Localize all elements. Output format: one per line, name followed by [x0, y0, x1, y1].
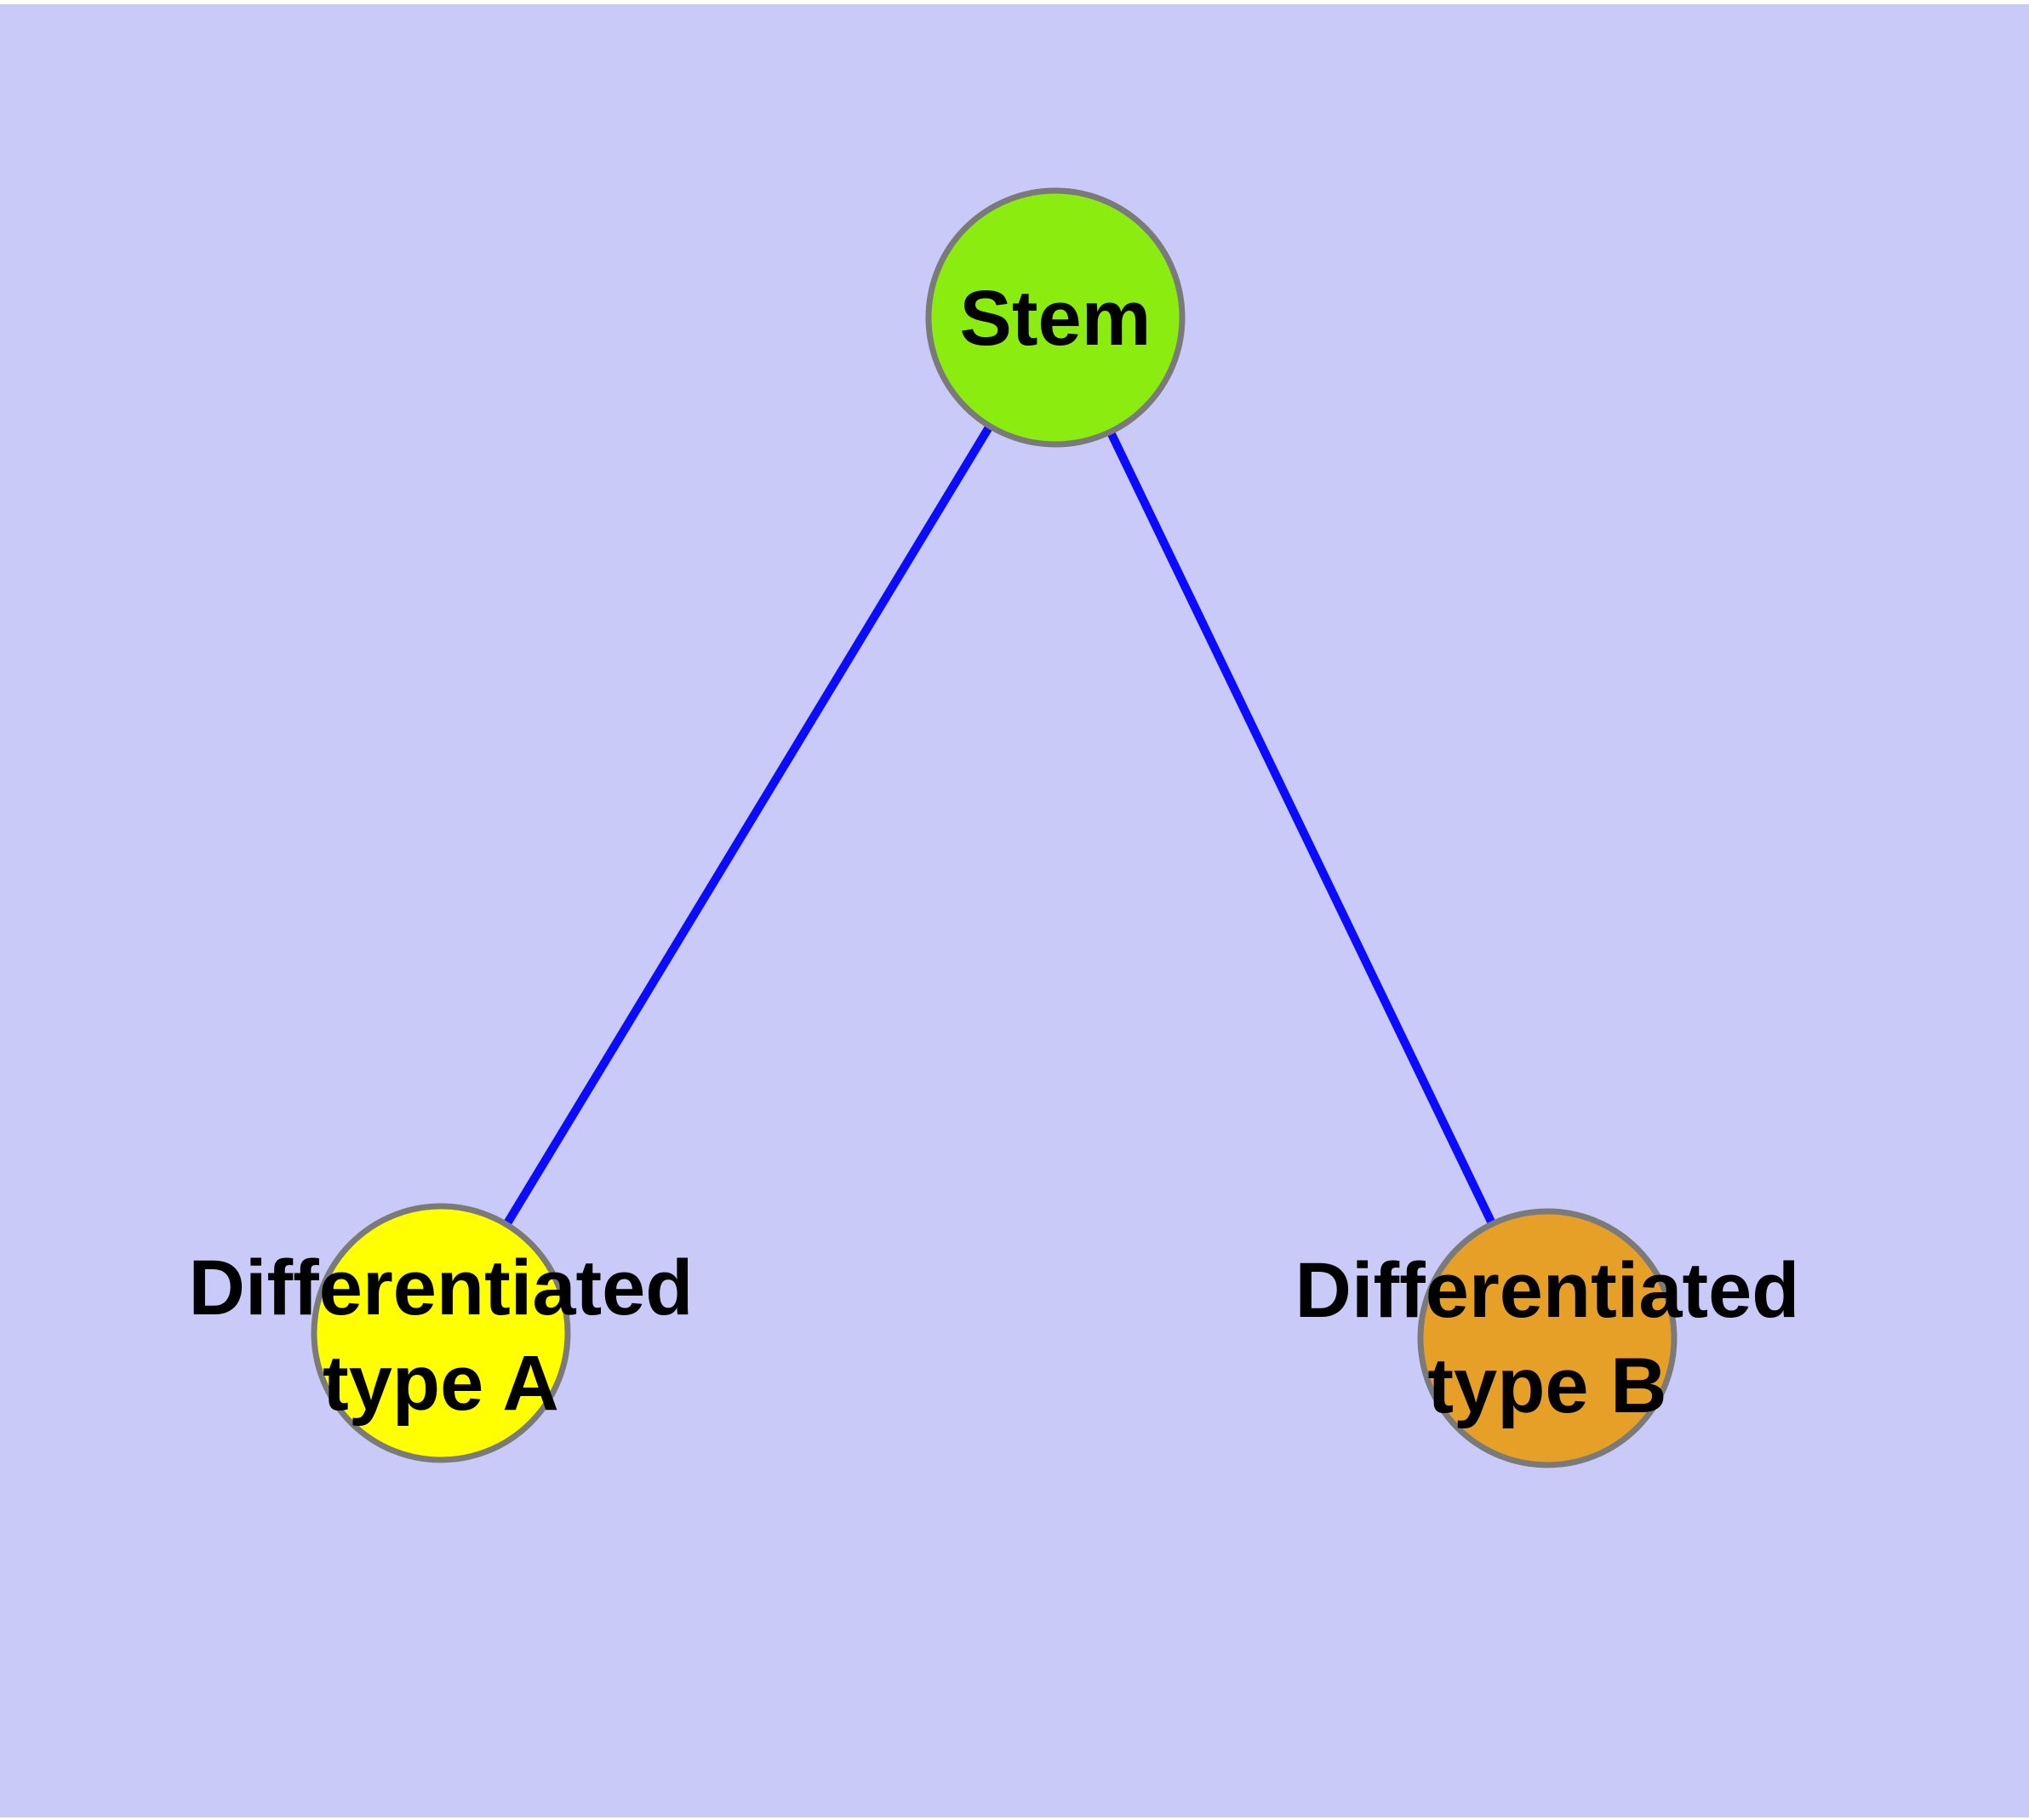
edge-stem-to-type-b	[1051, 315, 1552, 1341]
node-type-a-circle	[311, 1203, 571, 1463]
node-type-b-circle	[1417, 1208, 1677, 1468]
node-stem-label-line1: Stem	[959, 275, 1152, 362]
edge-stem-to-type-a	[437, 315, 1060, 1336]
node-type-a-label: Differentiated type A	[189, 1240, 694, 1431]
node-type-b-label-line1: Differentiated	[1295, 1247, 1800, 1334]
node-type-a-label-line2: type A	[323, 1340, 559, 1427]
node-stem-label: Stem	[960, 271, 1152, 366]
node-type-a-label-line1: Differentiated	[188, 1245, 694, 1331]
node-type-b-label-line2: type B	[1427, 1342, 1667, 1429]
node-type-b-label: Differentiated type B	[1295, 1243, 1800, 1434]
node-stem-circle	[925, 187, 1186, 448]
